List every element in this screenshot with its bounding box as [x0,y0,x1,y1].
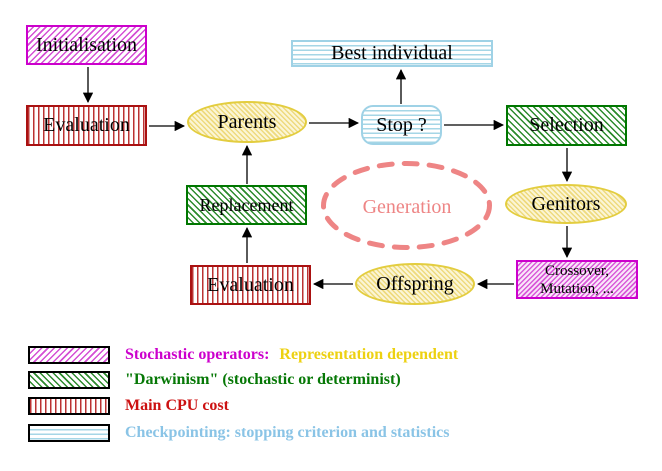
crossover-line1: Crossover, [545,262,609,279]
legend-item-cpu-cost: Main CPU cost [28,397,229,415]
legend-swatch-red-stripes [28,397,110,415]
node-genitors: Genitors [505,184,627,224]
legend-swatch-cyan-stripes [28,424,110,442]
legend-text-darwinism: "Darwinism" (stochastic or determinist) [125,371,401,388]
legend-swatch-magenta-hatch [28,346,110,364]
node-label: Generation [362,195,452,218]
node-evaluation-bottom: Evaluation [190,265,311,305]
node-selection: Selection [506,105,627,146]
legend-item-darwinism: "Darwinism" (stochastic or determinist) [28,371,401,389]
node-offspring: Offspring [355,263,475,305]
legend-text-representation: Representation dependent [279,346,459,363]
legend-text-checkpointing: Checkpointing: stopping criterion and st… [125,424,450,441]
node-label: Initialisation [35,33,138,56]
node-generation: Generation [342,194,472,220]
node-evaluation-top: Evaluation [26,105,147,146]
node-label: Evaluation [207,273,294,296]
node-label: Replacement [199,194,294,215]
node-label: Stop ? [376,113,427,136]
node-label: Best individual [331,42,453,64]
legend-text-cpu-cost: Main CPU cost [125,397,229,414]
node-label: Offspring [376,272,454,295]
node-parents: Parents [187,101,307,143]
node-label: Genitors [531,192,601,215]
node-label: Parents [217,110,277,133]
node-stop: Stop ? [361,105,442,145]
node-label: Crossover, Mutation, ... [540,262,614,298]
legend-item-stochastic: Stochastic operators: Representation dep… [28,346,458,364]
node-replacement: Replacement [186,185,307,225]
node-initialisation: Initialisation [26,25,147,65]
node-crossover-mutation: Crossover, Mutation, ... [516,260,638,299]
node-label: Evaluation [43,114,130,136]
legend-swatch-green-hatch [28,371,110,389]
node-label: Selection [529,114,604,136]
legend-text-stochastic: Stochastic operators: [125,346,270,363]
node-best-individual: Best individual [291,40,493,67]
legend-item-checkpointing: Checkpointing: stopping criterion and st… [28,424,449,442]
crossover-line2: Mutation, ... [540,280,614,297]
